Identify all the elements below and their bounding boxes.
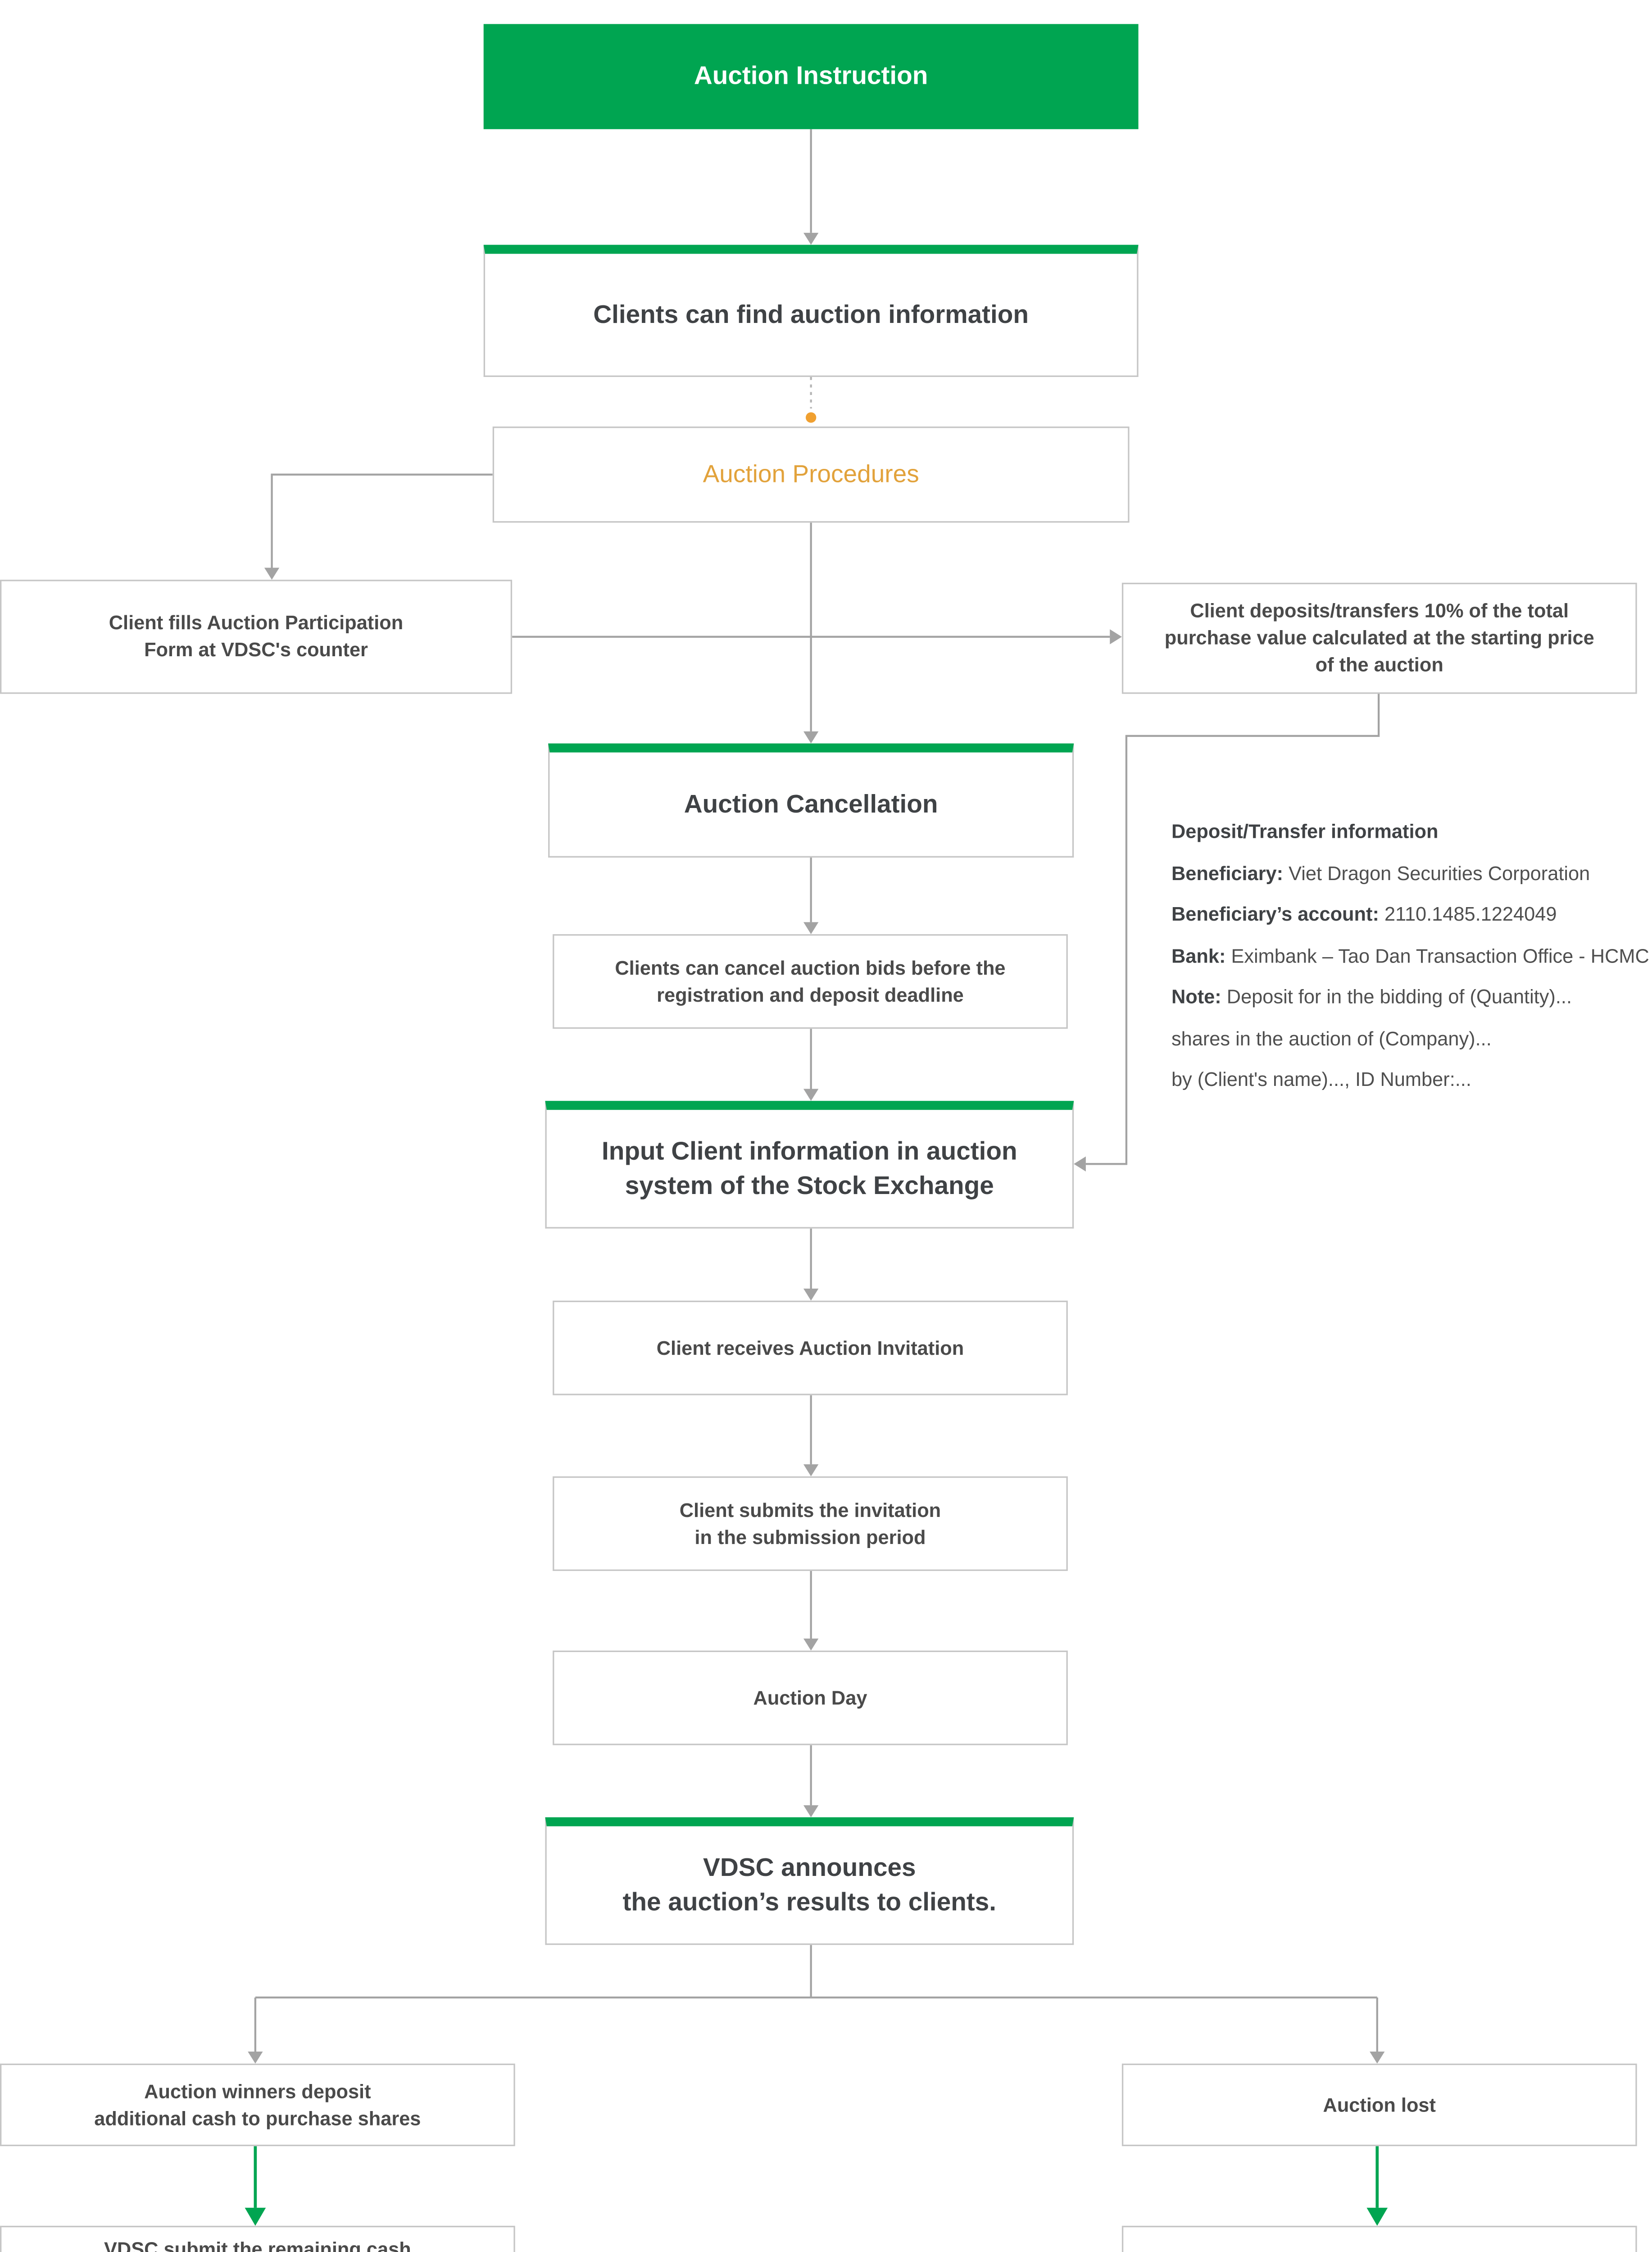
connector-procedures-to-cancellation xyxy=(803,522,819,744)
node-receives-invitation-label: Client receives Auction Invitation xyxy=(656,1336,964,1359)
connector-cancellation-to-cancel-info xyxy=(803,858,819,935)
node-deposit-10-percent: Client deposits/transfers 10% of the tot… xyxy=(1121,582,1637,694)
deposit-info-label: Beneficiary: xyxy=(1171,861,1284,884)
node-deposit-10-percent-label: Client deposits/transfers 10% of the tot… xyxy=(1164,599,1594,676)
deposit-info-value: 2110.1485.1224049 xyxy=(1379,903,1557,926)
node-find-auction-information: Clients can find auction information xyxy=(483,245,1139,377)
node-input-client-information-label: Input Client information in auction syst… xyxy=(601,1136,1017,1200)
deposit-info-value: Eximbank – Tao Dan Transaction Office - … xyxy=(1225,944,1649,967)
node-announces-results-label: VDSC announces the auction’s results to … xyxy=(622,1852,997,1916)
deposit-info-value: by (Client's name)..., ID Number:... xyxy=(1171,1067,1471,1090)
deposit-info-title: Deposit/Transfer information xyxy=(1171,820,1439,843)
node-auction-day: Auction Day xyxy=(553,1650,1068,1745)
node-refunds-deposit: VDSC refunds all deposit to Client xyxy=(1121,2225,1637,2252)
connector-find-info-to-procedures xyxy=(805,377,817,423)
node-auction-instruction-label: Auction Instruction xyxy=(694,62,928,91)
deposit-transfer-information: Deposit/Transfer information Beneficiary… xyxy=(1171,811,1652,1100)
node-auction-instruction: Auction Instruction xyxy=(483,24,1139,129)
deposit-info-label: Bank: xyxy=(1171,944,1226,967)
deposit-info-row-note-3: by (Client's name)..., ID Number:... xyxy=(1171,1059,1652,1100)
deposit-info-value: Deposit for in the bidding of (Quantity)… xyxy=(1221,985,1572,1008)
connector-input-info-to-receives xyxy=(803,1228,819,1301)
node-input-client-information: Input Client information in auction syst… xyxy=(545,1101,1074,1229)
connector-cancel-info-to-input-info xyxy=(803,1029,819,1101)
connector-procedures-to-fills-form xyxy=(264,473,493,580)
node-auction-day-label: Auction Day xyxy=(753,1686,867,1709)
deposit-info-value: shares in the auction of (Company)... xyxy=(1171,1026,1492,1049)
connector-winners-to-submit-remaining xyxy=(245,2146,266,2226)
node-receives-invitation: Client receives Auction Invitation xyxy=(553,1300,1068,1395)
node-auction-winners-label: Auction winners deposit additional cash … xyxy=(94,2079,421,2129)
node-auction-cancellation-label: Auction Cancellation xyxy=(684,790,938,818)
deposit-info-row-note: Note: Deposit for in the bidding of (Qua… xyxy=(1171,976,1652,1017)
deposit-info-row-bank: Bank: Eximbank – Tao Dan Transaction Off… xyxy=(1171,935,1652,976)
connector-announces-split xyxy=(248,1945,1385,2064)
node-cancel-before-deadline: Clients can cancel auction bids before t… xyxy=(553,934,1068,1029)
connector-receives-to-submits xyxy=(803,1395,819,1476)
connector-fills-form-to-deposits xyxy=(512,629,1122,645)
connector-lost-to-refunds xyxy=(1366,2146,1388,2226)
node-auction-procedures-label: Auction Procedures xyxy=(703,460,919,488)
deposit-info-row-note-2: shares in the auction of (Company)... xyxy=(1171,1017,1652,1059)
deposit-info-label: Note: xyxy=(1171,985,1221,1008)
node-auction-winners: Auction winners deposit additional cash … xyxy=(0,2063,515,2147)
connector-auction-day-to-announces xyxy=(803,1745,819,1817)
node-submits-invitation: Client submits the invitation in the sub… xyxy=(553,1476,1068,1571)
node-auction-lost-label: Auction lost xyxy=(1323,2093,1436,2116)
node-auction-procedures: Auction Procedures xyxy=(492,427,1130,523)
node-submit-remaining-cash: VDSC submit the remaining cash in accord… xyxy=(0,2225,515,2252)
deposit-info-row-beneficiary: Beneficiary: Viet Dragon Securities Corp… xyxy=(1171,852,1652,894)
deposit-info-row-account: Beneficiary’s account: 2110.1485.1224049 xyxy=(1171,894,1652,935)
node-submit-remaining-cash-label: VDSC submit the remaining cash in accord… xyxy=(104,2238,411,2252)
node-find-auction-information-label: Clients can find auction information xyxy=(593,300,1029,329)
node-fills-participation-form-label: Client fills Auction Participation Form … xyxy=(109,611,404,661)
deposit-info-label: Beneficiary’s account: xyxy=(1171,903,1379,926)
node-fills-participation-form: Client fills Auction Participation Form … xyxy=(0,580,513,694)
node-auction-cancellation: Auction Cancellation xyxy=(548,743,1074,858)
connector-submits-to-auction-day xyxy=(803,1571,819,1651)
node-announces-results: VDSC announces the auction’s results to … xyxy=(545,1817,1074,1945)
node-cancel-before-deadline-label: Clients can cancel auction bids before t… xyxy=(615,956,1006,1006)
deposit-info-value: Viet Dragon Securities Corporation xyxy=(1283,861,1590,884)
node-auction-lost: Auction lost xyxy=(1121,2063,1637,2147)
connector-title-to-find-info xyxy=(803,129,819,245)
node-submits-invitation-label: Client submits the invitation in the sub… xyxy=(679,1498,941,1548)
